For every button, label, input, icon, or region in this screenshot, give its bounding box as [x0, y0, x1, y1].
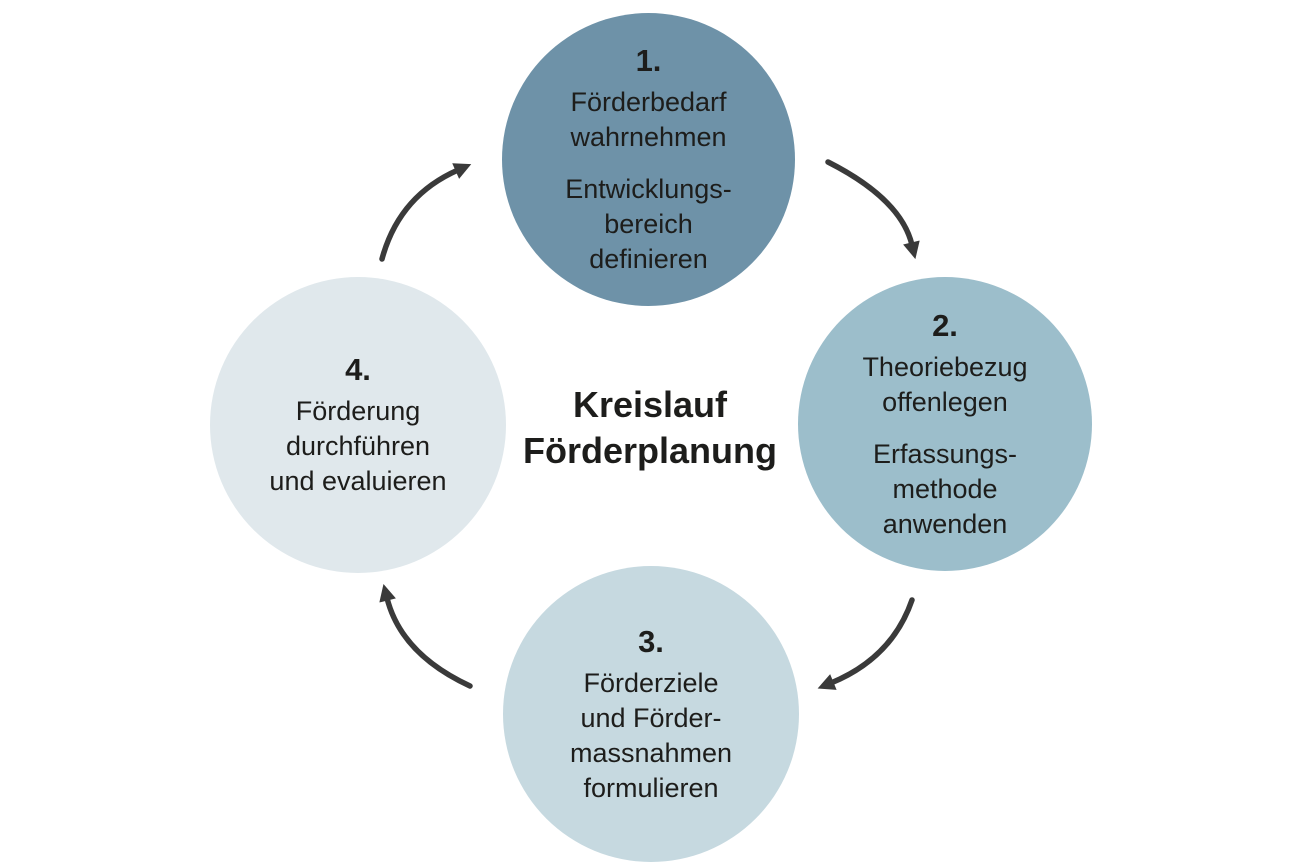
- step-3-text-primary: Förderziele und Förder- massnahmen formu…: [569, 667, 733, 803]
- arrow-step3-to-step4-icon: [379, 583, 473, 689]
- step-circle-3: 3. Förderziele und Förder- massnahmen fo…: [503, 566, 799, 862]
- step-2-text-secondary: Erfassungs- methode anwenden: [872, 438, 1018, 539]
- step-1-number: 1.: [635, 43, 662, 78]
- step-circle-4: 4. Förderung durchführen und evaluieren: [210, 277, 506, 573]
- arrow-step4-to-step1-icon: [379, 163, 472, 262]
- step-4-text-primary: Förderung durchführen und evaluieren: [269, 396, 447, 496]
- step-4-number: 4.: [345, 352, 371, 387]
- step-circle-2: 2. Theoriebezug offenlegen Erfassungs- m…: [798, 277, 1092, 571]
- step-1-text-primary: Förderbedarf wahrnehmen: [570, 87, 727, 152]
- step-2-text-primary: Theoriebezug offenlegen: [862, 351, 1028, 417]
- step-1-text-secondary: Entwicklungs- bereich definieren: [565, 174, 732, 274]
- arrow-step1-to-step2-icon: [825, 159, 920, 260]
- step-circle-1: 1. Förderbedarf wahrnehmen Entwicklungs-…: [502, 13, 795, 306]
- step-3-number: 3.: [638, 623, 664, 659]
- arrow-step2-to-step3-icon: [817, 597, 915, 690]
- diagram-title: Kreislauf Förderplanung: [523, 384, 777, 471]
- step-2-number: 2.: [932, 307, 958, 343]
